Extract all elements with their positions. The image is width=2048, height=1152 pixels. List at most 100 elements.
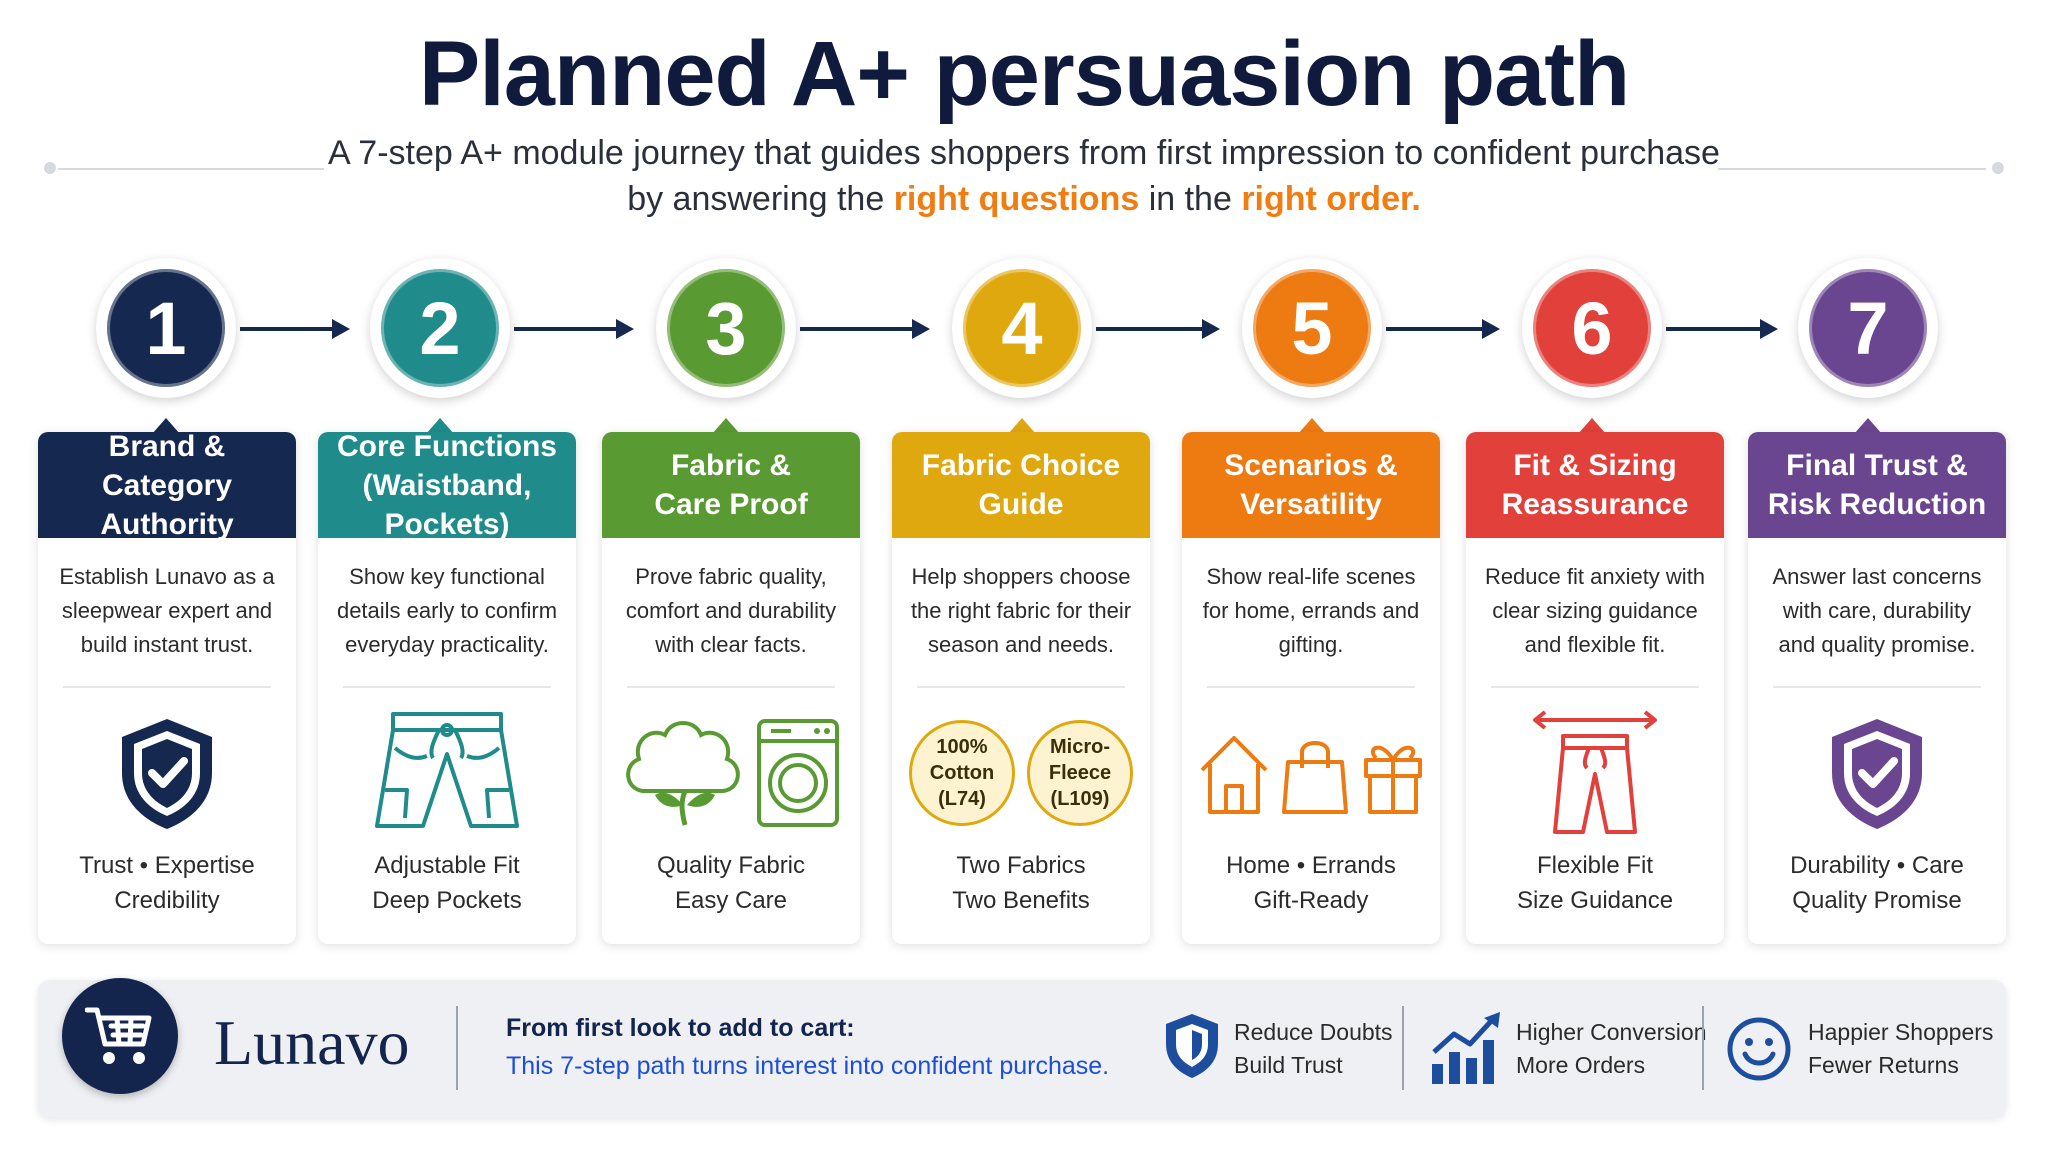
step-3-title: Fabric & Care Proof xyxy=(602,432,860,538)
step-2-divider xyxy=(343,686,551,688)
step-6-circle: 6 xyxy=(1522,258,1662,398)
divider-2 xyxy=(1402,1006,1404,1090)
step-5-number: 5 xyxy=(1253,269,1371,387)
step-2-circle: 2 xyxy=(370,258,510,398)
step-5-card: Scenarios & Versatility Show real-life s… xyxy=(1182,432,1440,944)
step-5-divider xyxy=(1207,686,1415,688)
step-6-pointer xyxy=(1578,418,1606,434)
step-5-pointer xyxy=(1298,418,1326,434)
arrow-4-5 xyxy=(1096,319,1220,339)
badge-fleece-line-2: Fleece xyxy=(1048,762,1112,784)
step-6-footer-line-2: Size Guidance xyxy=(1516,887,1674,914)
arrow-6-7 xyxy=(1666,319,1778,339)
brand-logo-text: Lunavo xyxy=(214,1007,410,1078)
step-3-icon-area xyxy=(602,698,860,848)
step-3-card: Fabric & Care Proof Prove fabric quality… xyxy=(602,432,860,944)
subtitle-line-1: A 7-step A+ module journey that guides s… xyxy=(328,134,1720,172)
decor-line-right xyxy=(1718,168,1986,170)
shorts-icon xyxy=(375,712,519,828)
step-4-circle: 4 xyxy=(952,258,1092,398)
benefit-3-line-1: Happier Shoppers xyxy=(1808,1019,1994,1045)
step-3-pointer xyxy=(712,418,740,434)
benefit-1-line-2: Build Trust xyxy=(1234,1052,1343,1078)
step-7-icon-area xyxy=(1748,698,2006,848)
fabric-badge-cotton: 100% Cotton (L74) xyxy=(909,720,1015,826)
divider-3 xyxy=(1702,1006,1704,1090)
step-2-title: Core Functions (Waistband, Pockets) xyxy=(318,432,576,541)
step-7-title: Final Trust & Risk Reduction xyxy=(1748,432,2006,538)
benefit-2-text: Higher Conversion More Orders xyxy=(1516,1016,1706,1082)
subtitle-mid: in the xyxy=(1139,180,1242,218)
step-6-description: Reduce fit anxiety with clear sizing gui… xyxy=(1484,564,1706,657)
step-2-pointer xyxy=(426,418,454,434)
page-title: Planned A+ persuasion path xyxy=(418,23,1630,125)
step-7-footer-line-2: Quality Promise xyxy=(1792,887,1962,914)
step-5-icon-area xyxy=(1182,698,1440,848)
arrow-3-4 xyxy=(800,319,930,339)
decor-dot-right xyxy=(1992,162,2004,174)
step-5-title: Scenarios & Versatility xyxy=(1182,432,1440,538)
step-1-pointer xyxy=(152,418,180,434)
step-2-card: Core Functions (Waistband, Pockets) Show… xyxy=(318,432,576,944)
subtitle-line-2: by answering the right questions in the … xyxy=(0,176,2048,222)
step-6-footer-line-1: Flexible Fit xyxy=(1536,852,1654,879)
step-3-description: Prove fabric quality, comfort and durabi… xyxy=(625,564,837,657)
step-4-description: Help shoppers choose the right fabric fo… xyxy=(910,564,1132,657)
benefit-1-text: Reduce Doubts Build Trust xyxy=(1234,1016,1393,1082)
step-5-footer-line-1: Home • Errands xyxy=(1226,852,1396,879)
arrow-1-2 xyxy=(240,319,350,339)
step-7-divider xyxy=(1773,686,1981,688)
step-4-divider xyxy=(917,686,1125,688)
step-7-number: 7 xyxy=(1809,269,1927,387)
step-1-icon-area xyxy=(38,698,296,848)
badge-fleece-line-3: (L109) xyxy=(1050,788,1110,810)
pants-measure-icon xyxy=(1533,710,1657,834)
step-7-pointer xyxy=(1854,418,1882,434)
step-1-description: Establish Lunavo as a sleepwear expert a… xyxy=(59,564,275,657)
benefit-2-line-1: Higher Conversion xyxy=(1516,1019,1707,1045)
arrow-2-3 xyxy=(514,319,634,339)
step-3-footer-line-1: Quality Fabric xyxy=(656,852,806,879)
decor-dot-left xyxy=(44,162,56,174)
step-3-circle: 3 xyxy=(656,258,796,398)
step-1-circle: 1 xyxy=(96,258,236,398)
step-4-footer-line-2: Two Benefits xyxy=(952,887,1090,914)
step-4-title: Fabric Choice Guide xyxy=(892,432,1150,538)
step-2-number: 2 xyxy=(381,269,499,387)
tagline-heading: From first look to add to cart: xyxy=(506,1014,855,1042)
badge-cotton-line-3: (L74) xyxy=(938,788,986,810)
subtitle-highlight-1: right questions xyxy=(893,180,1140,218)
step-6-title: Fit & Sizing Reassurance xyxy=(1466,432,1724,538)
subtitle: A 7-step A+ module journey that guides s… xyxy=(0,130,2048,222)
benefit-3-text: Happier Shoppers Fewer Returns xyxy=(1808,1016,1993,1082)
badge-cotton-line-2: Cotton xyxy=(929,762,995,784)
cart-badge xyxy=(62,978,178,1094)
step-2-footer-line-2: Deep Pockets xyxy=(372,887,522,914)
step-2-footer-line-1: Adjustable Fit xyxy=(374,852,520,879)
step-3-divider xyxy=(627,686,835,688)
step-7-circle: 7 xyxy=(1798,258,1938,398)
step-5-circle: 5 xyxy=(1242,258,1382,398)
step-6-icon-area xyxy=(1466,698,1724,848)
step-7-footer-line-1: Durability • Care xyxy=(1790,852,1964,879)
step-7-card: Final Trust & Risk Reduction Answer last… xyxy=(1748,432,2006,944)
subtitle-highlight-2: right order. xyxy=(1241,180,1421,218)
step-6-number: 6 xyxy=(1533,269,1651,387)
fabric-badges-icon: 100% Cotton (L74) Micro- Fleece (L109) xyxy=(892,698,1150,848)
badge-cotton-line-1: 100% xyxy=(936,736,988,758)
step-3-footer-line-2: Easy Care xyxy=(674,887,788,914)
step-4-pointer xyxy=(1008,418,1036,434)
shield-check-icon xyxy=(1832,719,1922,829)
home-bag-gift-icon xyxy=(1200,736,1422,814)
subtitle-pre: by answering the xyxy=(627,180,894,218)
step-3-number: 3 xyxy=(667,269,785,387)
step-1-footer-line-2: Credibility xyxy=(114,887,220,914)
decor-line-left xyxy=(58,168,324,170)
step-5-footer-line-2: Gift-Ready xyxy=(1253,887,1369,914)
summary-bar xyxy=(38,980,2006,1118)
benefit-2-line-2: More Orders xyxy=(1516,1052,1646,1078)
step-6-divider xyxy=(1491,686,1699,688)
tagline-body: This 7-step path turns interest into con… xyxy=(506,1052,1110,1080)
step-1-card: Brand & Category Authority Establish Lun… xyxy=(38,432,296,944)
step-1-title: Brand & Category Authority xyxy=(38,432,296,541)
